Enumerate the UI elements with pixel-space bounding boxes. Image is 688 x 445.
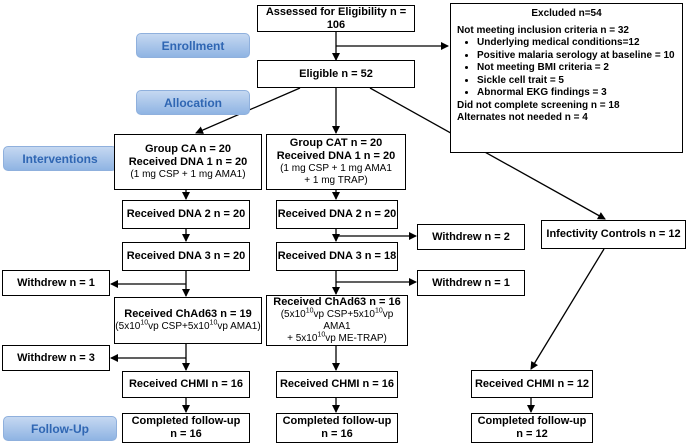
infectivity-followup-line2: n = 12 bbox=[516, 428, 548, 440]
assessed-box: Assessed for Eligibility n = 106 bbox=[257, 5, 415, 32]
ca-chmi-box: Received CHMI n = 16 bbox=[122, 371, 250, 398]
eligible-box: Eligible n = 52 bbox=[257, 60, 415, 88]
cat-chad-title: Received ChAd63 n = 16 bbox=[273, 296, 401, 308]
group-ca-box: Group CA n = 20 Received DNA 1 n = 20 (1… bbox=[114, 134, 262, 190]
stage-interventions: Interventions bbox=[3, 146, 117, 171]
excluded-reasons-list: Underlying medical conditions=12 Positiv… bbox=[457, 37, 676, 100]
infectivity-chmi-box: Received CHMI n = 12 bbox=[471, 370, 593, 398]
cat-followup-line2: n = 16 bbox=[321, 428, 353, 440]
ca-dna2-box: Received DNA 2 n = 20 bbox=[122, 200, 250, 229]
infectivity-chmi-text: Received CHMI n = 12 bbox=[474, 377, 590, 390]
cat-dna2-text: Received DNA 2 n = 20 bbox=[277, 208, 397, 220]
stage-followup: Follow-Up bbox=[3, 416, 117, 441]
ca-dna2-text: Received DNA 2 n = 20 bbox=[126, 208, 246, 220]
excluded-alternates: Alternates not needed n = 4 bbox=[457, 112, 588, 123]
excluded-box: Excluded n=54 Not meeting inclusion crit… bbox=[450, 3, 683, 153]
cat-dna2-box: Received DNA 2 n = 20 bbox=[276, 200, 398, 229]
ca-withdrew2-box: Withdrew n = 3 bbox=[2, 345, 110, 371]
ca-dna3-box: Received DNA 3 n = 20 bbox=[122, 242, 250, 271]
ca-withdrew1-box: Withdrew n = 1 bbox=[2, 270, 110, 296]
group-ca-dna1-detail: (1 mg CSP + 1 mg AMA1) bbox=[130, 169, 246, 180]
group-cat-dna1: Received DNA 1 n = 20 bbox=[276, 150, 396, 162]
infectivity-title: Infectivity Controls n = 12 bbox=[546, 228, 681, 240]
excluded-incomplete: Did not complete screening n = 18 bbox=[457, 99, 620, 111]
cat-withdrew2-text: Withdrew n = 1 bbox=[432, 276, 510, 289]
group-ca-dna1: Received DNA 1 n = 20 bbox=[128, 156, 248, 168]
group-ca-title: Group CA n = 20 bbox=[144, 143, 232, 155]
cat-chad-detail1: (5x1010vp CSP+5x1010vp AMA1 bbox=[280, 307, 394, 332]
assessed-text: Assessed for Eligibility n = 106 bbox=[265, 5, 407, 31]
cat-dna3-box: Received DNA 3 n = 18 bbox=[276, 242, 398, 271]
ca-withdrew1-text: Withdrew n = 1 bbox=[17, 276, 95, 289]
ca-chad-detail: (5x1010vp CSP+5x1010vp AMA1) bbox=[115, 319, 261, 332]
excluded-reason: Positive malaria serology at baseline = … bbox=[477, 50, 676, 63]
ca-dna3-text: Received DNA 3 n = 20 bbox=[126, 250, 246, 262]
arrow-infectivity-chmi bbox=[530, 248, 605, 370]
group-cat-title: Group CAT n = 20 bbox=[289, 137, 383, 149]
infectivity-followup-box: Completed follow-up n = 12 bbox=[471, 413, 593, 443]
cat-chad-box: Received ChAd63 n = 16 (5x1010vp CSP+5x1… bbox=[266, 295, 408, 346]
group-cat-dna1-detail2: + 1 mg TRAP) bbox=[304, 175, 368, 186]
cat-chad-detail2: + 5x1010vp ME-TRAP) bbox=[287, 331, 387, 344]
ca-chad-title: Received ChAd63 n = 19 bbox=[124, 308, 252, 320]
excluded-reason: Abnormal EKG findings = 3 bbox=[477, 87, 676, 100]
stage-allocation: Allocation bbox=[136, 90, 250, 115]
cat-withdrew2-box: Withdrew n = 1 bbox=[417, 270, 525, 296]
ca-withdrew2-text: Withdrew n = 3 bbox=[17, 351, 95, 364]
cat-followup-box: Completed follow-up n = 16 bbox=[276, 413, 398, 443]
group-cat-box: Group CAT n = 20 Received DNA 1 n = 20 (… bbox=[266, 134, 406, 190]
ca-chmi-text: Received CHMI n = 16 bbox=[128, 378, 244, 390]
ca-followup-box: Completed follow-up n = 16 bbox=[122, 413, 250, 443]
cat-withdrew1-text: Withdrew n = 2 bbox=[432, 230, 510, 243]
cat-followup-line1: Completed follow-up bbox=[282, 415, 392, 427]
eligible-text: Eligible n = 52 bbox=[299, 67, 373, 80]
stage-enrollment: Enrollment bbox=[136, 33, 250, 58]
ca-followup-line2: n = 16 bbox=[170, 428, 202, 440]
cat-dna3-text: Received DNA 3 n = 18 bbox=[277, 250, 397, 262]
arrow-eligible-infectivity bbox=[369, 87, 606, 220]
excluded-reason: Underlying medical conditions=12 bbox=[477, 37, 676, 50]
ca-followup-line1: Completed follow-up bbox=[131, 415, 241, 427]
group-cat-dna1-detail1: (1 mg CSP + 1 mg AMA1 bbox=[280, 163, 392, 174]
infectivity-box: Infectivity Controls n = 12 bbox=[541, 220, 686, 249]
infectivity-followup-line1: Completed follow-up bbox=[477, 415, 587, 427]
excluded-title: Excluded n=54 bbox=[531, 8, 602, 19]
excluded-reason: Sickle cell trait = 5 bbox=[477, 75, 676, 88]
excluded-not-meeting: Not meeting inclusion criteria n = 32 bbox=[457, 24, 629, 36]
cat-chmi-text: Received CHMI n = 16 bbox=[279, 378, 395, 390]
cat-chmi-box: Received CHMI n = 16 bbox=[276, 371, 398, 398]
cat-withdrew1-box: Withdrew n = 2 bbox=[417, 224, 525, 250]
excluded-reason: Not meeting BMI criteria = 2 bbox=[477, 62, 676, 75]
ca-chad-box: Received ChAd63 n = 19 (5x1010vp CSP+5x1… bbox=[114, 297, 262, 344]
